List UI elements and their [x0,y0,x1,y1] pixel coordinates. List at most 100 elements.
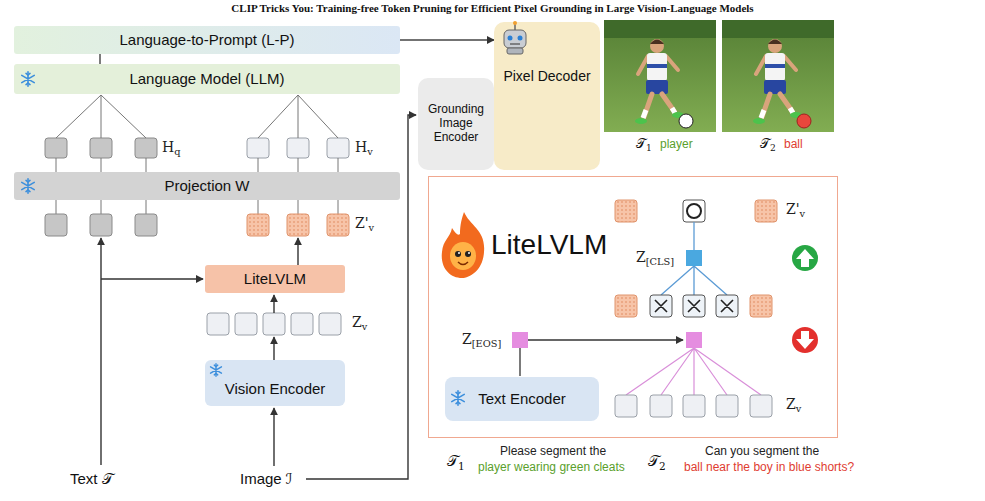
mascot [458,262,468,265]
symbol-index: 2 [659,460,666,472]
photo [679,114,693,128]
mascot [442,212,484,278]
photo [646,80,668,94]
flow-wire [306,115,416,479]
cls-token [686,250,702,266]
token-row [327,214,349,236]
token-label: Z'v [786,201,805,218]
eos-token [512,332,528,348]
symbol-base: Z [786,396,796,412]
photo [762,94,792,117]
symbol-index: v [362,321,368,332]
token-label: Hq [162,139,181,156]
box-label: Vision Encoder [225,380,326,397]
target-word: player [660,137,693,151]
box-label: Pixel Decoder [503,68,590,84]
token-label: Z[EOS] [462,331,501,348]
cls-wire [693,222,694,250]
token-label: Zv [786,396,801,413]
box-label: Language-to-Prompt (L-P) [119,31,294,48]
cls-wire [661,266,727,295]
fan-wire [258,95,338,138]
photo [768,40,782,45]
photo [753,118,765,124]
photo [722,20,834,132]
up-symbol [796,249,814,267]
photo [604,20,716,38]
token-row [207,313,229,335]
token-row [615,200,637,222]
symbol-base: Z [352,314,362,330]
symbol-base: Z [462,331,472,347]
photo [650,40,664,45]
query-symbol: 𝒯2 [760,136,776,152]
token-row [247,214,269,236]
photo [764,80,786,94]
symbol-base: Z [636,249,646,265]
box-label: LiteLVLM [244,270,306,287]
token-label: Z'v [355,215,374,232]
photo [765,64,785,68]
token-row [615,395,637,417]
photo [604,20,716,132]
flow-wire [273,408,274,466]
token-row [650,395,672,417]
symbol-base: Z' [786,201,800,217]
token-row [615,295,637,317]
photo [604,20,716,132]
query-text: ball near the boy in blue shorts? [684,460,854,474]
robot-icon [504,30,526,48]
token-row [207,313,341,335]
token-row [135,138,157,158]
mascot [465,251,471,257]
query-symbol: 𝒯1 [636,136,652,152]
panel-title: LiteLVLM [491,229,607,261]
symbol-base: Z' [355,215,369,231]
query-text: Please segment the [500,444,606,458]
box-label: Grounding Image Encoder [422,103,490,144]
encoder-box: Text Encoder [445,377,599,421]
frozen-icon [22,72,34,86]
query-text: player wearing green cleats [478,460,625,474]
page-header: CLIP Tricks You: Training-free Token Pru… [0,2,985,14]
litelvlm-box: LiteLVLM [205,265,345,293]
token-row [90,214,112,236]
symbol-index: 1 [646,143,652,153]
robot-icon [518,36,523,41]
photo [644,94,674,117]
token-row [687,204,701,218]
token-row [135,214,157,236]
connector [99,54,100,64]
llm-box: Language Model (LLM) [14,64,400,94]
robot-icon [508,36,513,41]
photo [643,108,675,118]
frozen-icon [211,364,222,377]
photo [635,118,647,124]
token-row [683,200,705,222]
prompt-box: Language-to-Prompt (L-P) [14,26,400,54]
symbol-base: 𝒯 [648,452,659,470]
photo [647,53,667,81]
eos-wire [528,339,683,340]
symbol-index: 2 [770,143,776,153]
symbol-index: 1 [458,460,465,472]
token-row [45,214,67,236]
box-label: Language Model (LLM) [129,70,284,87]
flow-wire [101,115,416,479]
robot-icon [513,21,517,25]
token-row [327,138,349,158]
flow-wire [297,238,298,265]
encoder-box: Vision Encoder [205,360,345,406]
robot-icon [514,24,516,30]
fan-wire [56,95,146,138]
mascot [458,252,460,254]
token-row [716,395,738,417]
photo [722,20,834,38]
projection-box: Projection W [14,172,400,200]
token-row [45,214,349,236]
symbol-base: H [162,139,174,155]
token-row [319,313,341,335]
frozen-icon [22,179,34,193]
